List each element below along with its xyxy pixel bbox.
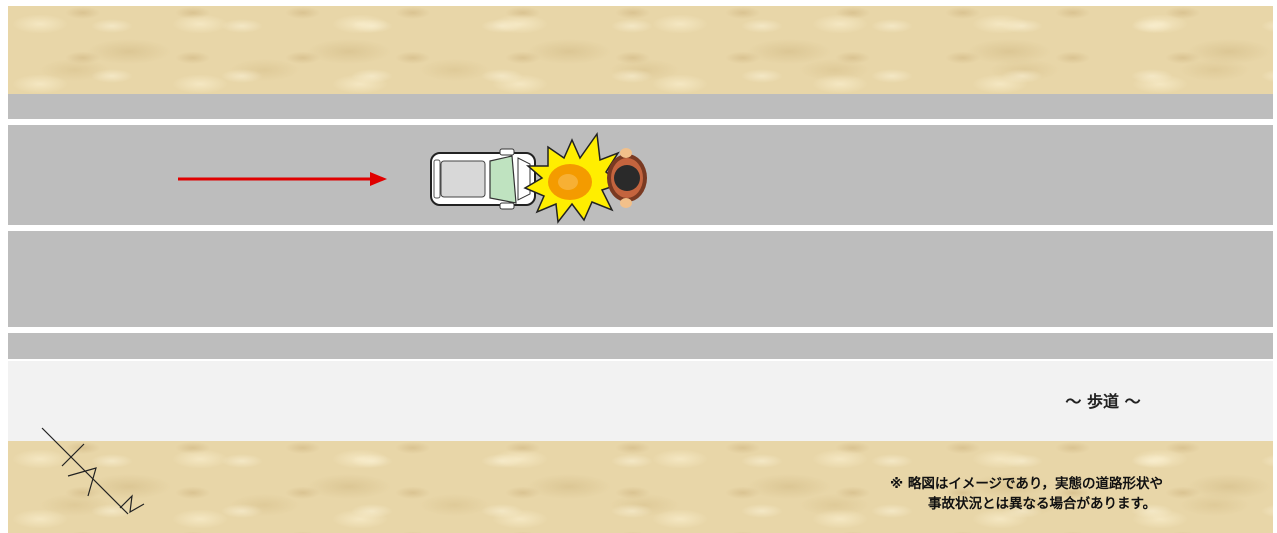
- red-arrow-right-icon: [178, 172, 387, 186]
- disclaimer-line-2: 事故状況とは異なる場合があります。: [880, 494, 1250, 514]
- disclaimer-line-1: ※ 略図はイメージであり，実態の道路形状や: [880, 474, 1250, 494]
- car-top-view-icon: [431, 149, 535, 209]
- disclaimer-note: ※ 略図はイメージであり，実態の道路形状や 事故状況とは異なる場合があります。: [880, 474, 1250, 514]
- collision-burst-icon: [525, 134, 620, 222]
- north-arrow-icon: [42, 428, 144, 514]
